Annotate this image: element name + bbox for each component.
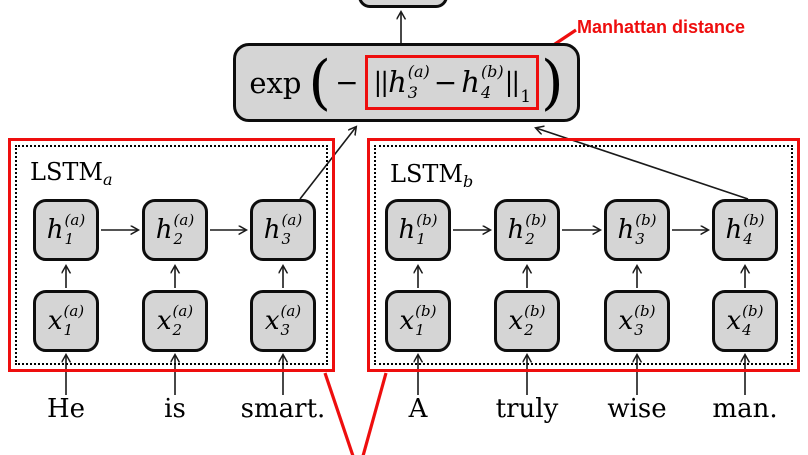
lstm-b-label-text: LSTM (390, 160, 463, 188)
x-node-b2: x(b)2 (494, 290, 560, 352)
h-node-a1: h(a)1 (33, 199, 99, 261)
lstm-a-dotted-border (15, 145, 328, 365)
word-label: truly (495, 394, 559, 424)
manhattan-distance-highlight: || h (a) 3 − h (b) 4 || 1 (364, 54, 540, 111)
lstm-b-panel (367, 138, 800, 372)
h4b-var: h (461, 65, 480, 99)
h4b-sub: 4 (480, 82, 492, 102)
lstm-b-label-sub: b (462, 172, 474, 191)
h4b-scripts: (b) 4 (481, 62, 504, 104)
lstm-a-label-text: LSTM (30, 158, 103, 186)
lstm-a-label-sub: a (102, 170, 113, 189)
norm-subscript: 1 (520, 87, 532, 108)
h4b-sup: (b) (480, 61, 504, 81)
callout-v-right (361, 372, 388, 455)
word-label: smart. (240, 394, 326, 424)
similarity-output-node (358, 0, 448, 8)
h3a-sub: 3 (407, 82, 418, 102)
lstm-a-panel (8, 138, 335, 372)
h-node-b1: h(b)1 (385, 199, 451, 261)
close-paren: ) (541, 47, 564, 118)
exp-formula-box: exp ( − || h (a) 3 − h (b) 4 || 1 ) (233, 43, 580, 122)
lstm-b-label: LSTMb (390, 162, 473, 190)
h-node-a3: h(a)3 (250, 199, 316, 261)
manhattan-distance-label: Manhattan distance (577, 17, 746, 37)
lstm-a-label: LSTMa (30, 160, 113, 188)
open-paren: ( (308, 47, 332, 118)
h-node-a2: h(a)2 (142, 199, 208, 261)
x-node-b3: x(b)3 (604, 290, 670, 352)
x-node-b1: x(b)1 (385, 290, 451, 352)
callout-v-left (323, 372, 355, 455)
h-node-b3: h(b)3 (604, 199, 670, 261)
inner-minus: − (433, 66, 458, 99)
norm-close-bars: || (504, 67, 520, 98)
word-label: is (164, 394, 186, 424)
x-node-a3: x(a)3 (250, 290, 316, 352)
lstm-b-dotted-border (374, 145, 793, 365)
h-node-b4: h(b)4 (712, 199, 778, 261)
h3a-sup: (a) (407, 61, 430, 81)
word-label: man. (712, 394, 778, 424)
outer-minus: − (335, 66, 359, 99)
h3a-var: h (388, 65, 407, 99)
h-node-b2: h(b)2 (494, 199, 560, 261)
norm-open-bars: || (373, 67, 389, 98)
word-label: A (408, 394, 428, 424)
x-node-b4: x(b)4 (712, 290, 778, 352)
word-label: He (46, 394, 86, 424)
x-node-a1: x(a)1 (33, 290, 99, 352)
h3a-scripts: (a) 3 (408, 62, 430, 104)
x-node-a2: x(a)2 (142, 290, 208, 352)
word-label: wise (607, 394, 667, 424)
exp-function-label: exp (249, 65, 302, 100)
